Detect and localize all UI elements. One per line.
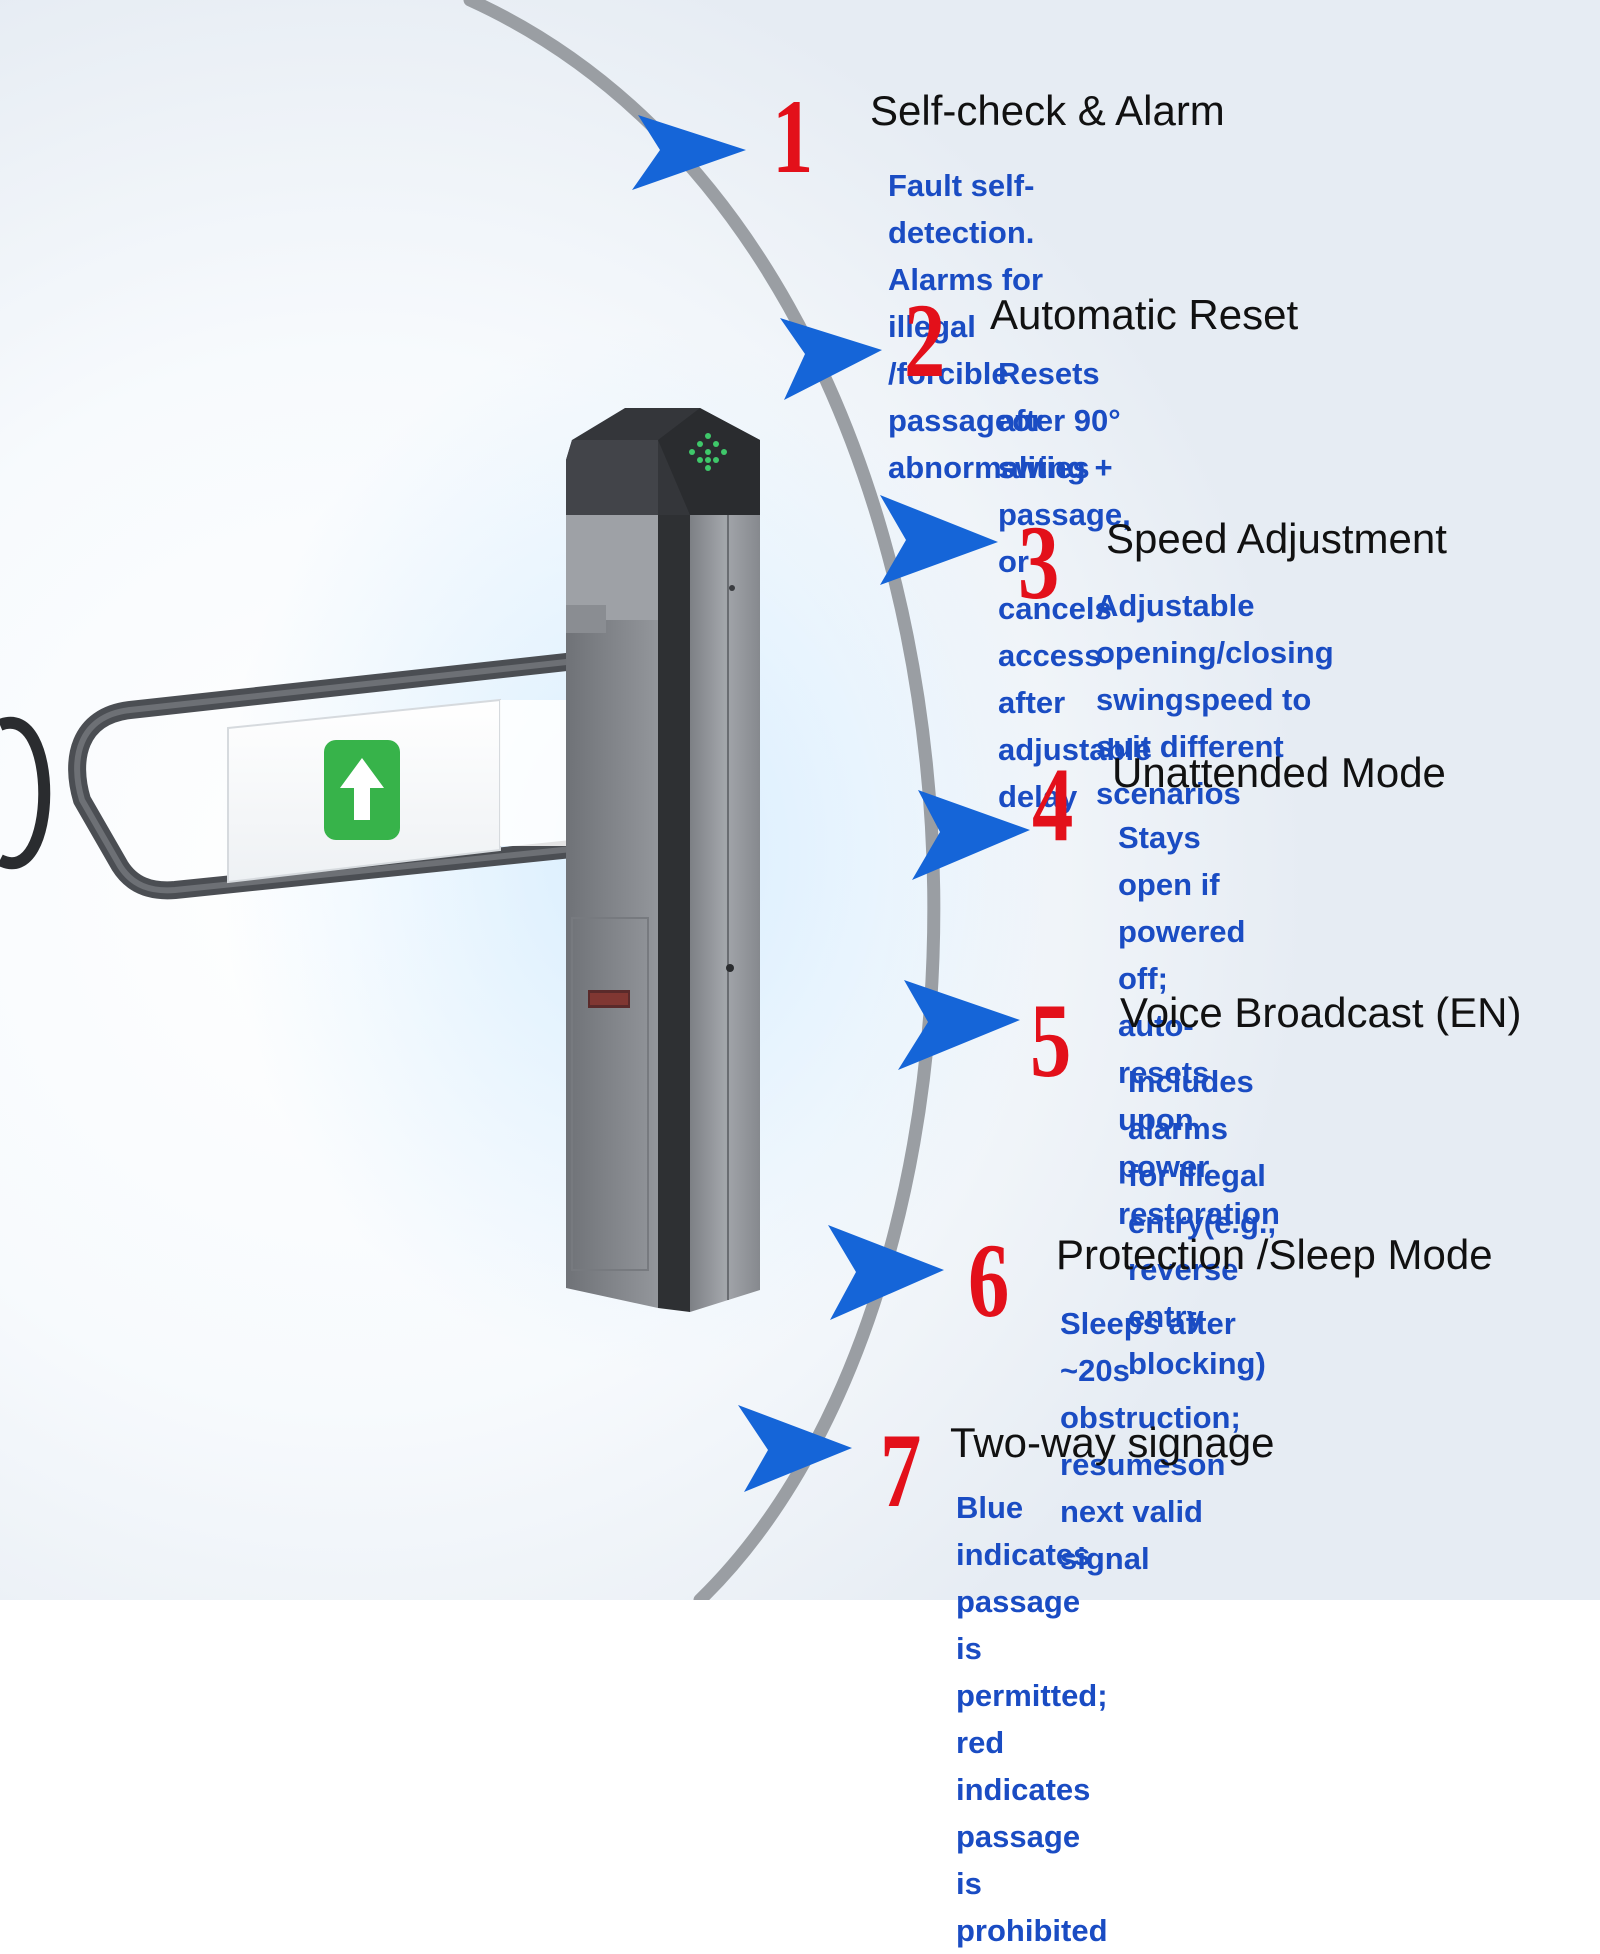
pointer-6-icon xyxy=(828,1225,944,1320)
feature-7-description: Blue indicates passage is permitted; red… xyxy=(956,1490,1108,1948)
pointer-4-icon xyxy=(912,790,1030,880)
feature-5-description: Includes alarms for illegal entry(e.g., … xyxy=(1128,1064,1277,1381)
feature-4-title: Unattended Mode xyxy=(1112,749,1446,796)
feature-1-number: 1 xyxy=(772,78,814,195)
feature-4-number: 4 xyxy=(1032,746,1074,863)
feature-2-description: Resets after 90° swing + passage, or can… xyxy=(998,356,1152,814)
feature-2-number: 2 xyxy=(904,282,946,399)
feature-6-description: Sleeps after ~20s obstruction; resumeson… xyxy=(1060,1306,1241,1576)
feature-6-title: Protection /Sleep Mode xyxy=(1056,1231,1493,1278)
turnstile-illustration xyxy=(0,0,1600,1600)
feature-5-number: 5 xyxy=(1030,982,1072,1099)
feature-1-description: Fault self-detection. Alarms for illegal… xyxy=(888,168,1090,485)
green-arrow-matrix-icon xyxy=(689,433,727,471)
feature-3-description: Adjustable opening/closing swingspeed to… xyxy=(1096,588,1334,811)
feature-7-number: 7 xyxy=(880,1412,922,1529)
feature-2-title: Automatic Reset xyxy=(990,291,1299,338)
pointer-1-icon xyxy=(632,115,746,190)
feature-3-number: 3 xyxy=(1018,504,1060,621)
pointer-5-icon xyxy=(898,980,1020,1070)
pointer-7-icon xyxy=(738,1405,852,1492)
pointer-2-icon xyxy=(780,318,882,400)
feature-1-title: Self-check & Alarm xyxy=(870,87,1225,134)
feature-3-title: Speed Adjustment xyxy=(1106,515,1447,562)
feature-7-title: Two-way signage xyxy=(950,1419,1275,1466)
green-up-arrow-icon xyxy=(324,740,400,840)
feature-6-number: 6 xyxy=(968,1222,1010,1339)
pointers xyxy=(632,115,1030,1492)
feature-4-description: Stays open if powered off; auto-resets u… xyxy=(1118,820,1280,1231)
pointer-3-icon xyxy=(880,495,998,585)
turnstile-cabinet xyxy=(566,408,760,1312)
feature-5-title: Voice Broadcast (EN) xyxy=(1120,989,1522,1036)
